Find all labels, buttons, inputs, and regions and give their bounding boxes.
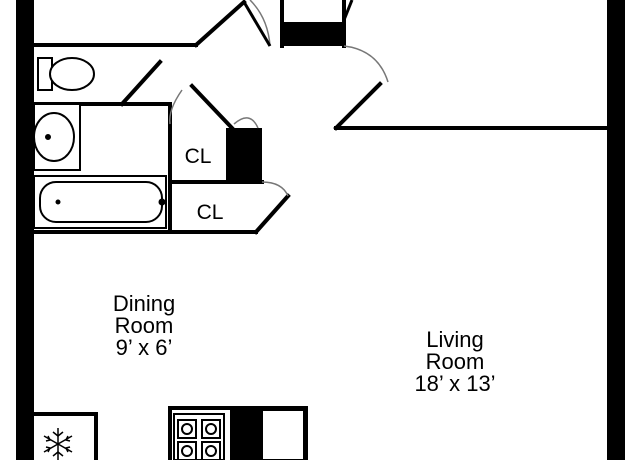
door-swing-icon	[169, 0, 389, 197]
fridge-body	[261, 409, 305, 460]
right-exterior-wall	[607, 0, 625, 460]
left-exterior-wall	[16, 0, 34, 460]
entry-chase-block	[284, 22, 342, 46]
interior-walls	[32, 0, 609, 460]
closet-diag-1	[189, 83, 235, 131]
dining-room-dims: 9’ x 6’	[116, 335, 173, 360]
living-diag-wall	[333, 81, 383, 131]
living-room-dims: 18’ x 13’	[414, 371, 495, 396]
toilet-icon	[37, 57, 95, 91]
burner-1-ring	[181, 423, 193, 435]
entry-door-panel	[242, 1, 272, 47]
snowflake-icon	[43, 428, 73, 460]
closet-door-diag	[253, 193, 291, 235]
bath-door-swing	[233, 117, 259, 129]
sink-icon	[33, 103, 81, 171]
entry-door-swing-2	[343, 45, 389, 83]
closet-door-swing	[169, 89, 183, 125]
closet-label-upper: CL	[185, 145, 212, 168]
stove-icon	[173, 413, 225, 460]
entry-door-panel-2	[342, 0, 354, 21]
burner-4-ring	[205, 445, 217, 457]
fridge-side-block	[230, 408, 262, 460]
burner-2-ring	[205, 423, 217, 435]
door-panels	[242, 0, 354, 47]
outer-walls	[16, 0, 625, 460]
tub-faucet	[158, 198, 166, 206]
entry-door-swing	[249, 0, 271, 47]
closet-chase-block	[226, 128, 262, 182]
solid-blocks	[226, 22, 342, 460]
dining-room-name-1: Dining	[113, 291, 175, 316]
tub-drain	[55, 199, 61, 205]
closet2-door-swing	[261, 181, 289, 197]
dining-room-name-2: Room	[115, 313, 174, 338]
hall-diagonal-wall-1	[193, 0, 247, 48]
hall-diagonal-wall-2	[119, 59, 163, 107]
sink-basin	[33, 112, 75, 162]
bathtub-icon	[33, 175, 167, 229]
burner-3-ring	[181, 445, 193, 457]
closet-label-lower: CL	[197, 201, 224, 224]
sink-drain	[45, 134, 51, 140]
toilet-bowl	[49, 57, 95, 91]
fridge-icon	[261, 409, 305, 460]
living-room-name-2: Room	[426, 349, 485, 374]
living-room-name-1: Living	[426, 327, 483, 352]
